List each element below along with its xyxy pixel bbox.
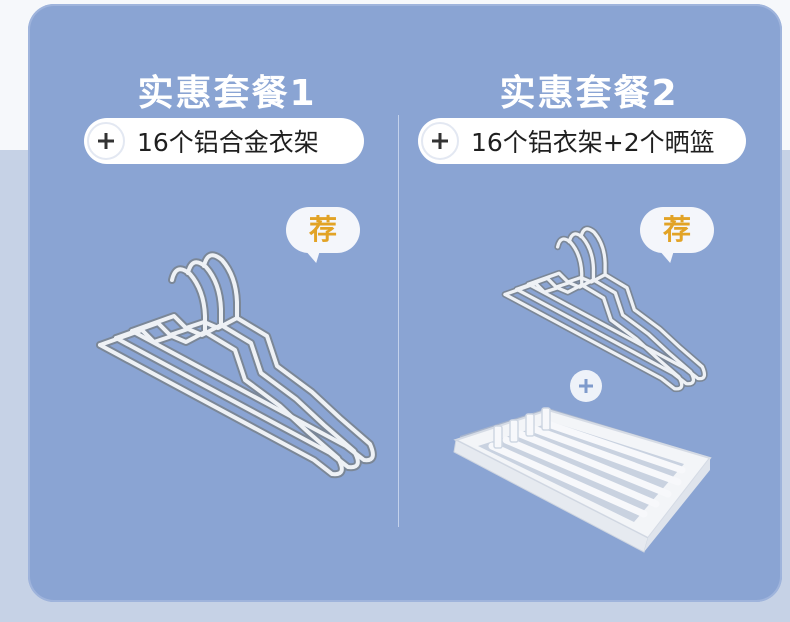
- package-2-recommend-badge: 荐: [640, 207, 714, 253]
- package-1-item-pill: 16个铝合金衣架: [84, 118, 364, 164]
- package-1-item-text: 16个铝合金衣架: [137, 128, 319, 157]
- package-2-item-text: 16个铝衣架+2个晒篮: [471, 128, 715, 157]
- package-1-recommend-badge: 荐: [286, 207, 360, 253]
- plus-icon: [570, 370, 602, 402]
- plus-icon: [421, 122, 459, 160]
- hanger-icon: [96, 251, 377, 479]
- package-2-title: 实惠套餐2: [499, 73, 679, 114]
- drying-basket-icon: [453, 407, 712, 553]
- package-divider: [398, 115, 399, 527]
- package-2-item-pill: 16个铝衣架+2个晒篮: [418, 118, 746, 164]
- hanger-icon: [501, 225, 708, 393]
- plus-icon: [87, 122, 125, 160]
- package-1-title: 实惠套餐1: [137, 73, 317, 114]
